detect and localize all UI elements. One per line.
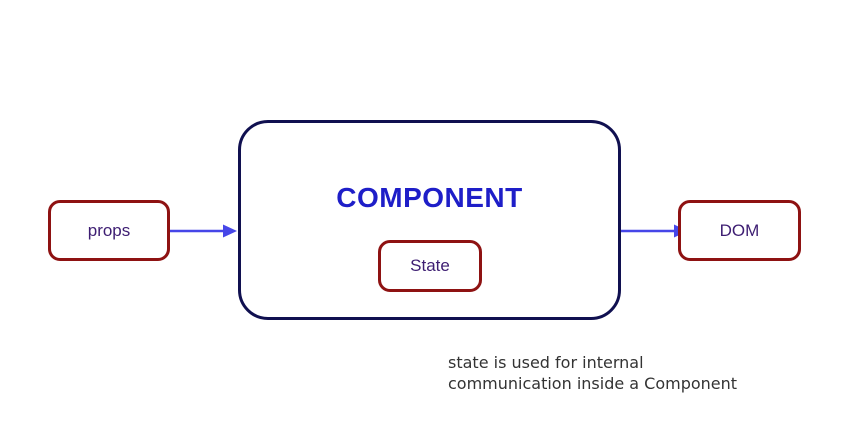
component-box: COMPONENT State [238,120,621,320]
dom-label: DOM [719,220,760,240]
caption: state is used for internal communication… [448,352,737,394]
dom-box: DOM [678,200,801,261]
caption-line-2: communication inside a Component [448,374,738,393]
props-to-component-arrow-icon [170,224,237,238]
state-box: State [378,240,482,292]
component-title: COMPONENT [336,182,523,213]
props-box: props [48,200,170,261]
caption-line-1: state is used for internal [448,353,644,372]
state-label: State [410,256,450,275]
props-label: props [87,220,131,240]
